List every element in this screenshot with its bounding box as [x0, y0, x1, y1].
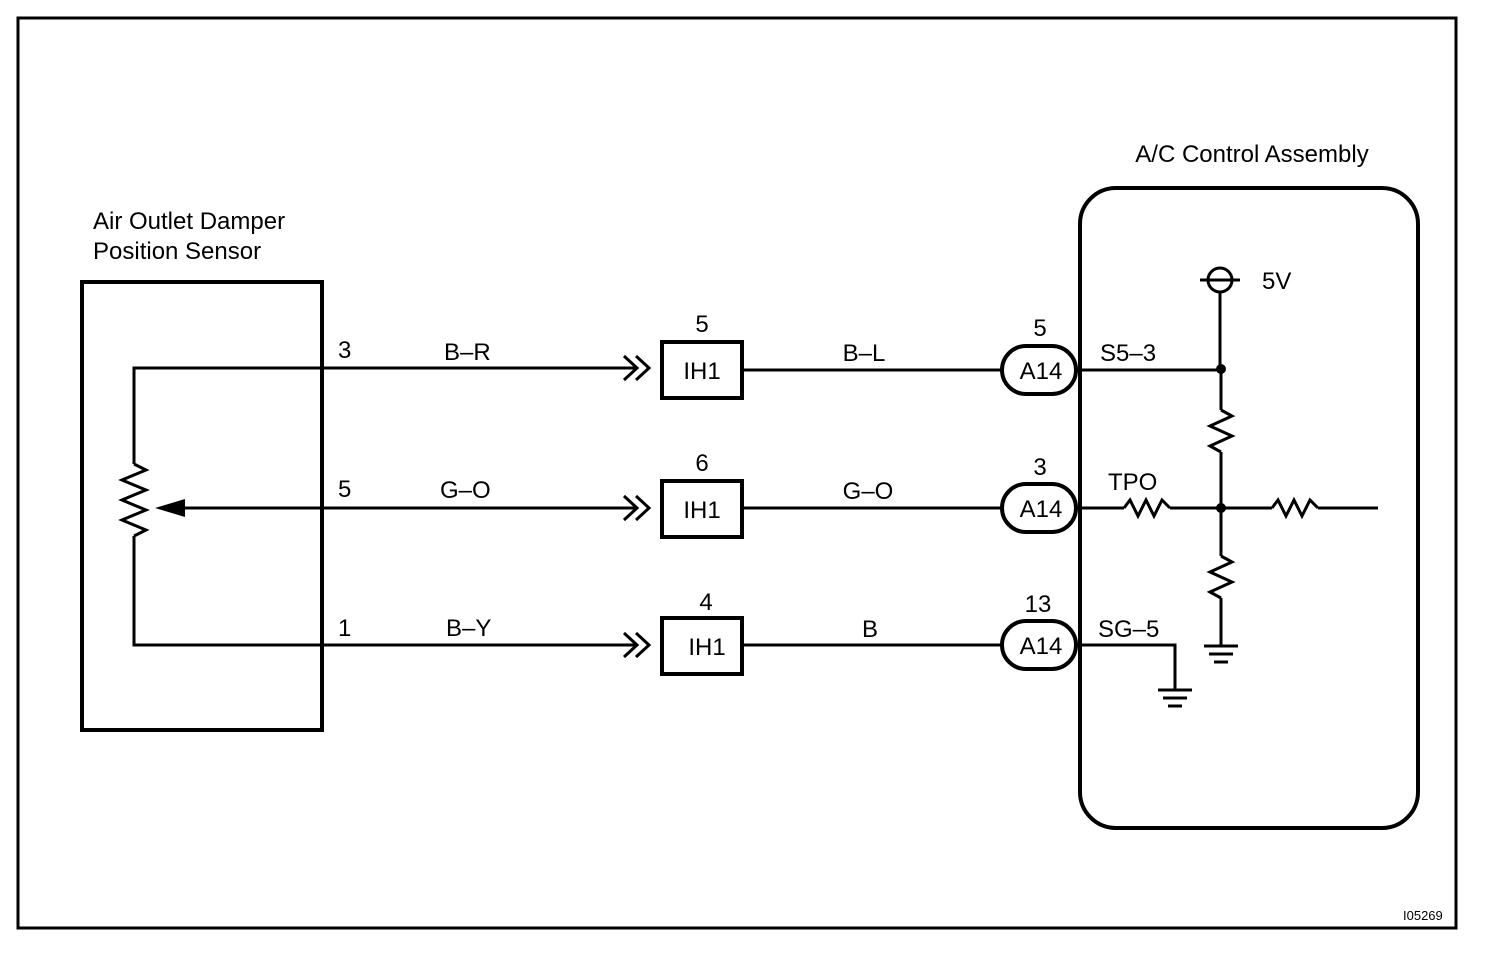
- junction-pin-label: 4: [699, 589, 712, 616]
- figure-id: I05269: [1403, 908, 1443, 923]
- connector-pin-label: 13: [1025, 591, 1052, 618]
- junction-box: [660, 616, 744, 676]
- controller-title: A/C Control Assembly: [1135, 141, 1368, 168]
- connector-pin-label: 5: [1033, 315, 1046, 342]
- wire-color-label: G–O: [440, 477, 491, 504]
- connector-pin-label: 3: [1033, 454, 1046, 481]
- sensor-title-line2: Position Sensor: [93, 238, 261, 265]
- sensor-title-line1: Air Outlet Damper: [93, 208, 285, 235]
- connector-chevron: [622, 354, 652, 659]
- junction-pin-label: 6: [695, 450, 708, 477]
- sensor-box: [80, 280, 324, 732]
- supply-voltage-label: 5V: [1262, 268, 1291, 295]
- sensor-pin-label: 1: [338, 615, 351, 642]
- sensor-pin-label: 5: [338, 476, 351, 503]
- potentiometer-symbol: [118, 366, 330, 647]
- terminal-label: S5–3: [1100, 340, 1156, 367]
- junction-label: IH1: [683, 497, 720, 524]
- wire-color-label: B–L: [843, 340, 886, 367]
- sensor-pin-label: 3: [338, 337, 351, 364]
- controller-internal-circuit: [1076, 266, 1378, 708]
- wire-color-label: B–R: [444, 339, 491, 366]
- junction-pin-label: 5: [695, 311, 708, 338]
- wire-color-label: G–O: [843, 478, 894, 505]
- junction-label: IH1: [683, 358, 720, 385]
- wire-color-label: B–Y: [446, 615, 491, 642]
- connector-label: A14: [1020, 496, 1063, 523]
- wire-color-label: B: [862, 616, 878, 643]
- junction-label: IH1: [688, 634, 725, 661]
- connector-label: A14: [1020, 358, 1063, 385]
- terminal-label: SG–5: [1098, 616, 1159, 643]
- connector-label: A14: [1020, 633, 1063, 660]
- diagram-frame: [16, 16, 1458, 930]
- terminal-label: TPO: [1108, 469, 1157, 496]
